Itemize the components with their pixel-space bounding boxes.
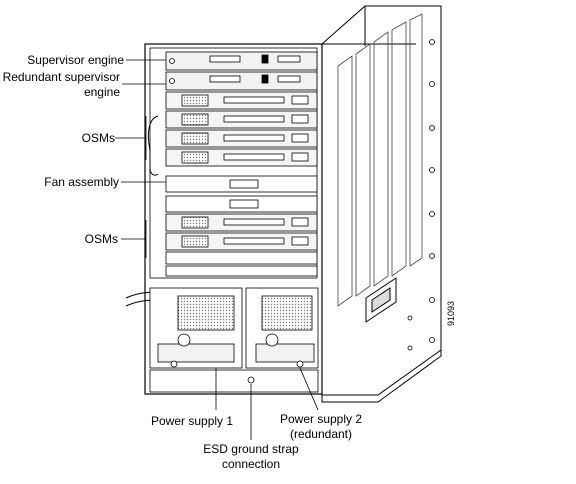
label-power-supply-2-line2: (redundant) xyxy=(289,427,353,441)
redundant-supervisor-module xyxy=(165,71,318,91)
label-power-supply-2-line1: Power supply 2 xyxy=(279,412,363,426)
cable-guide xyxy=(147,115,159,176)
chassis-side-panel xyxy=(321,5,442,403)
label-redundant-supervisor-line1: Redundant supervisor xyxy=(2,70,120,84)
label-supervisor-engine: Supervisor engine xyxy=(27,53,124,67)
osm-modules-lower xyxy=(165,213,318,277)
label-esd-line2: connection xyxy=(221,457,281,471)
label-osms-lower: OSMs xyxy=(84,232,118,246)
label-fan-assembly: Fan assembly xyxy=(44,175,119,189)
fan-assembly-module xyxy=(165,175,318,213)
chassis-base xyxy=(149,369,319,393)
label-redundant-supervisor-line2: engine xyxy=(83,85,120,99)
figure-number: 91093 xyxy=(446,300,456,326)
label-osms-upper: OSMs xyxy=(81,131,115,145)
supervisor-engine-module xyxy=(165,51,318,71)
callout-lines xyxy=(115,59,319,440)
label-esd-line1: ESD ground strap xyxy=(203,442,299,456)
label-power-supply-1: Power supply 1 xyxy=(151,414,234,428)
power-supply-1-unit xyxy=(149,287,243,369)
osm-modules-upper xyxy=(165,91,318,167)
power-supply-2-unit xyxy=(245,287,319,369)
esd-connector xyxy=(247,376,255,384)
